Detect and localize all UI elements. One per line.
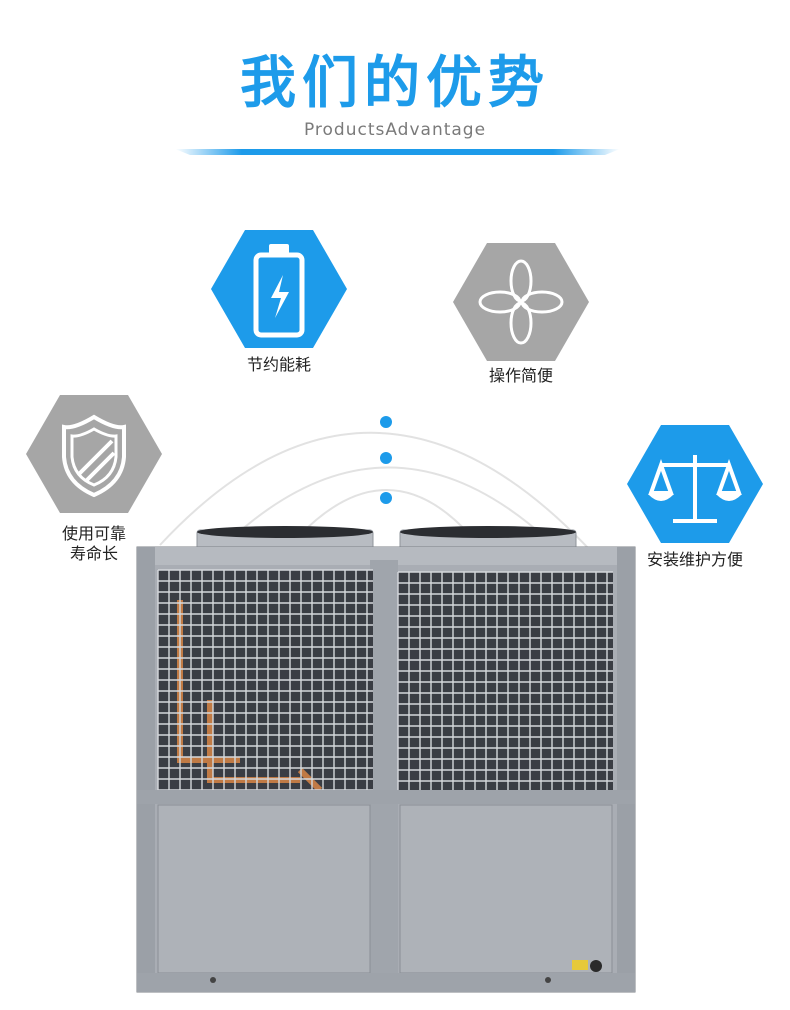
protective-grille bbox=[157, 569, 613, 791]
lower-panel-left bbox=[157, 804, 371, 974]
feature-label-operation: 操作简便 bbox=[488, 366, 553, 385]
feature-hex-energy bbox=[211, 230, 347, 348]
feature-label-energy: 节约能耗 bbox=[246, 355, 311, 374]
feature-hex-operation bbox=[453, 243, 589, 361]
feature-label-maintenance: 安装维护方便 bbox=[646, 550, 743, 569]
balance-scale-icon bbox=[648, 455, 742, 523]
feature-label-reliability-line1: 使用可靠 bbox=[61, 524, 126, 543]
feature-label-reliability-line2: 寿命长 bbox=[69, 544, 118, 563]
warning-sticker bbox=[572, 960, 588, 970]
feature-hex-maintenance bbox=[627, 425, 763, 543]
signal-dot-middle bbox=[380, 452, 392, 464]
signal-dot-top bbox=[380, 416, 392, 428]
feature-label-reliability: 使用可靠 寿命长 bbox=[26, 524, 162, 564]
shield-icon bbox=[62, 414, 126, 498]
lower-panel-right bbox=[399, 804, 613, 974]
signal-dot-bottom bbox=[380, 492, 392, 504]
page-subtitle: ProductsAdvantage bbox=[303, 120, 487, 140]
battery-charging-icon bbox=[253, 244, 305, 338]
heat-pump-unit bbox=[136, 526, 636, 993]
fan-blade-icon bbox=[478, 259, 564, 345]
feature-hex-reliability bbox=[26, 395, 162, 513]
page-title: 我们的优势 bbox=[240, 51, 550, 116]
signal-arcs bbox=[159, 431, 626, 591]
title-underline-bar bbox=[175, 149, 620, 155]
condenser-coil-right bbox=[398, 572, 613, 790]
